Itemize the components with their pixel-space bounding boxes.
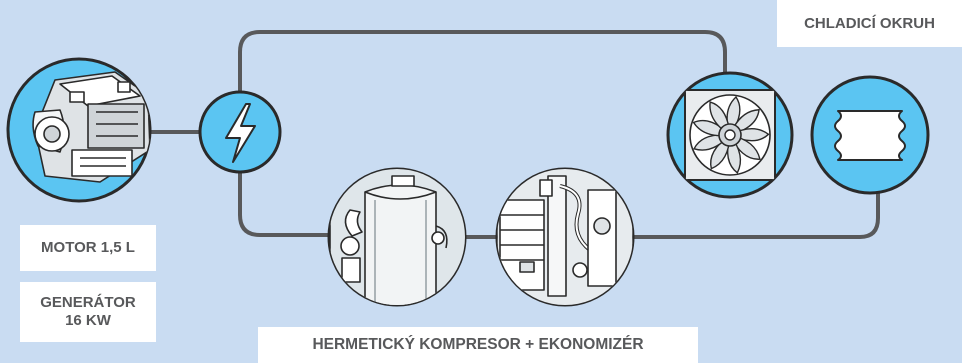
economizer-node (495, 167, 635, 307)
motor-label: MOTOR 1,5 L (20, 225, 156, 271)
compressor-node (327, 167, 467, 307)
engine-icon (32, 71, 150, 183)
pipe-power-to-compressor (238, 170, 332, 237)
fan-node (666, 71, 794, 199)
fan-icon (684, 89, 776, 181)
generator-label: GENERÁTOR 16 KW (20, 282, 156, 342)
cooling-circuit-text: CHLADICÍ OKRUH (804, 14, 935, 32)
pipe-economizer-to-exchanger (630, 190, 880, 239)
motor-text: MOTOR 1,5 L (41, 239, 135, 256)
exchanger-node (810, 75, 930, 195)
generator-text-line2: 16 KW (65, 312, 111, 329)
pipe-top-loop (238, 30, 727, 94)
compressor-economizer-label: HERMETICKÝ KOMPRESOR + EKONOMIZÉR (258, 327, 698, 363)
cooling-circuit-label: CHLADICÍ OKRUH (777, 0, 962, 47)
heat-exchanger-icon (834, 110, 906, 161)
lightning-icon (225, 103, 256, 163)
economizer-icon (497, 169, 633, 305)
hermetic-compressor-icon (329, 169, 465, 305)
motor-node (6, 57, 152, 203)
generator-text-line1: GENERÁTOR (40, 294, 136, 311)
power-node (198, 90, 282, 174)
pipe-network (148, 30, 880, 239)
compressor-economizer-text: HERMETICKÝ KOMPRESOR + EKONOMIZÉR (312, 336, 644, 353)
